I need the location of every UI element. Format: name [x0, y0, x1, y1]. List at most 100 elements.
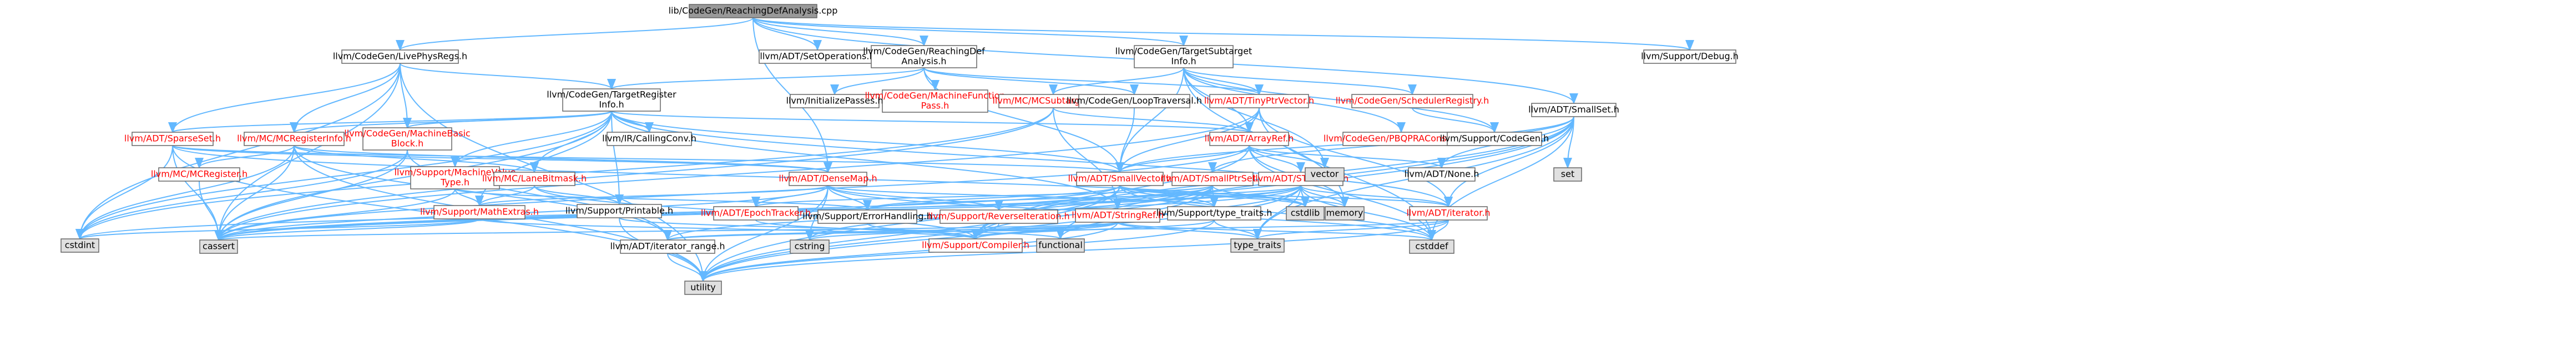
node-itrange[interactable]: llvm/ADT/iterator_range.h [610, 239, 725, 254]
node-label: llvm/ADT/StringRef.h [1072, 210, 1163, 221]
edge-root-to-tsi [752, 17, 1188, 47]
node-revit[interactable]: llvm/Support/ReverseIteration.h [928, 209, 1070, 224]
node-setops[interactable]: llvm/ADT/SetOperations.h [759, 49, 876, 64]
edge-stlextras-to-cstddef [1300, 185, 1436, 241]
edge-lanebitmask-to-printable [534, 185, 624, 206]
nodes-layer: lib/CodeGen/ReachingDefAnalysis.cpp llvm/… [60, 4, 1739, 295]
node-lanebitmask[interactable]: llvm/MC/LaneBitmask.h [482, 172, 587, 186]
node-label: llvm/InitializePasses.h [786, 96, 883, 106]
edge-itrange-to-utility [667, 253, 708, 282]
node-compiler[interactable]: llvm/Support/Compiler.h [922, 238, 1029, 253]
node-label: llvm/IR/CallingConv.h [602, 133, 696, 144]
node-box [1076, 172, 1164, 186]
edge-mathextras-to-cstdint [75, 218, 480, 240]
node-label: cstddef [1415, 241, 1448, 252]
node-smallset[interactable]: llvm/ADT/SmallSet.h [1528, 103, 1619, 117]
node-livephys[interactable]: llvm/CodeGen/LivePhysRegs.h [333, 49, 467, 64]
node-label: type_traits [1234, 240, 1281, 251]
node-debug[interactable]: llvm/Support/Debug.h [1641, 49, 1739, 64]
node-box [60, 238, 99, 253]
node-looptrav[interactable]: llvm/CodeGen/LoopTraversal.h [1067, 94, 1202, 108]
edge-stlextras-to-memory [1300, 185, 1349, 208]
node-rda[interactable]: llvm/CodeGen/ReachingDefAnalysis.h [863, 45, 985, 68]
node-box [562, 88, 661, 112]
node-epoch[interactable]: llvm/ADT/EpochTracker.h [701, 206, 811, 221]
node-label: llvm/CodeGen/TargetSubtarget [1115, 46, 1252, 57]
node-box [1134, 45, 1234, 68]
node-box [790, 94, 880, 108]
node-box [1325, 206, 1365, 221]
node-schedreg[interactable]: llvm/CodeGen/SchedulerRegistry.h [1336, 94, 1489, 108]
edge-tsi-to-supcodegen [1183, 67, 1499, 133]
node-supcodegen[interactable]: llvm/Support/CodeGen.h [1440, 132, 1549, 146]
node-label: llvm/Support/MachineValue [395, 167, 516, 178]
edge-root-to-livephys [396, 17, 754, 51]
node-none[interactable]: llvm/ADT/None.h [1405, 167, 1479, 182]
node-root[interactable]: lib/CodeGen/ReachingDefAnalysis.cpp [669, 4, 838, 18]
edge-tsi-to-schedreg [1183, 67, 1417, 96]
edge-mcreginfo-to-cstdint [75, 145, 295, 240]
node-label: set [1561, 169, 1574, 179]
node-errhandling[interactable]: llvm/Support/ErrorHandling.h [802, 209, 932, 224]
node-stringref[interactable]: llvm/ADT/StringRef.h [1072, 208, 1164, 223]
node-label: llvm/CodeGen/ReachingDef [863, 46, 985, 57]
node-mcregister[interactable]: llvm/MC/MCRegister.h [151, 167, 248, 182]
node-callingconv[interactable]: llvm/IR/CallingConv.h [602, 132, 696, 146]
node-tinyptr[interactable]: llvm/ADT/TinyPtrVector.h [1204, 94, 1314, 108]
node-typetraits[interactable]: llvm/Support/type_traits.h [1156, 206, 1272, 221]
node-memory: memory [1325, 206, 1365, 221]
edge-errhandling-to-compiler [867, 223, 980, 240]
edge-iterator-to-typetraitsstd [1253, 219, 1449, 240]
edge-mcsti-to-arrayref [1053, 107, 1254, 133]
node-box [871, 45, 977, 68]
node-box [759, 49, 876, 64]
edge-tri-to-mvt [451, 111, 612, 168]
node-mathextras[interactable]: llvm/Support/MathExtras.h [420, 205, 539, 219]
node-box [1553, 167, 1582, 182]
node-label: Type.h [440, 177, 469, 188]
node-cassert: cassert [199, 239, 238, 254]
node-box [199, 239, 238, 254]
node-box [1409, 206, 1488, 221]
node-label: Info.h [599, 99, 624, 110]
node-smallptrset[interactable]: llvm/ADT/SmallPtrSet.h [1161, 172, 1264, 186]
edge-stlextras-to-errhandling [863, 185, 1301, 211]
node-smallvector[interactable]: llvm/ADT/SmallVector.h [1068, 172, 1172, 186]
edge-schedreg-to-supcodegen [1412, 107, 1499, 133]
node-arrayref[interactable]: llvm/ADT/ArrayRef.h [1205, 132, 1294, 146]
node-printable[interactable]: llvm/Support/Printable.h [565, 204, 673, 218]
node-label: llvm/Support/CodeGen.h [1440, 133, 1549, 144]
node-box [1209, 132, 1289, 146]
node-label: llvm/ADT/DenseMap.h [779, 173, 877, 184]
node-label: llvm/ADT/SmallVector.h [1068, 173, 1172, 184]
node-box [1305, 167, 1345, 182]
node-label: llvm/ADT/ArrayRef.h [1205, 133, 1294, 144]
node-iterator[interactable]: llvm/ADT/iterator.h [1406, 206, 1491, 221]
node-box [1036, 238, 1085, 253]
node-box [1643, 49, 1736, 64]
node-label: llvm/Support/Printable.h [565, 206, 673, 216]
edge-livephys-to-mcreginfo [290, 63, 401, 133]
node-initpasses[interactable]: llvm/InitializePasses.h [786, 94, 883, 108]
node-box [341, 49, 459, 64]
node-box [410, 166, 500, 189]
edge-tri-to-iterator [611, 111, 1453, 208]
edge-tinyptr-to-smallvector [1115, 107, 1260, 173]
node-mcreginfo[interactable]: llvm/MC/MCRegisterInfo.h [237, 132, 351, 146]
edge-rda-to-initpasses [830, 67, 925, 96]
node-label: Pass.h [921, 101, 949, 111]
edge-mcsti-to-cassert [214, 107, 1054, 241]
edge-mvt-to-errhandling [454, 188, 872, 211]
node-vector: vector [1305, 167, 1345, 182]
node-label: llvm/MC/MCRegisterInfo.h [237, 133, 351, 144]
node-densemap[interactable]: llvm/ADT/DenseMap.h [779, 172, 877, 186]
edge-mcreginfo-to-mcregister [195, 145, 295, 169]
node-sparseset[interactable]: llvm/ADT/SparseSet.h [124, 132, 221, 146]
node-cstdlib: cstdlib [1286, 206, 1325, 221]
node-box [1447, 132, 1542, 146]
